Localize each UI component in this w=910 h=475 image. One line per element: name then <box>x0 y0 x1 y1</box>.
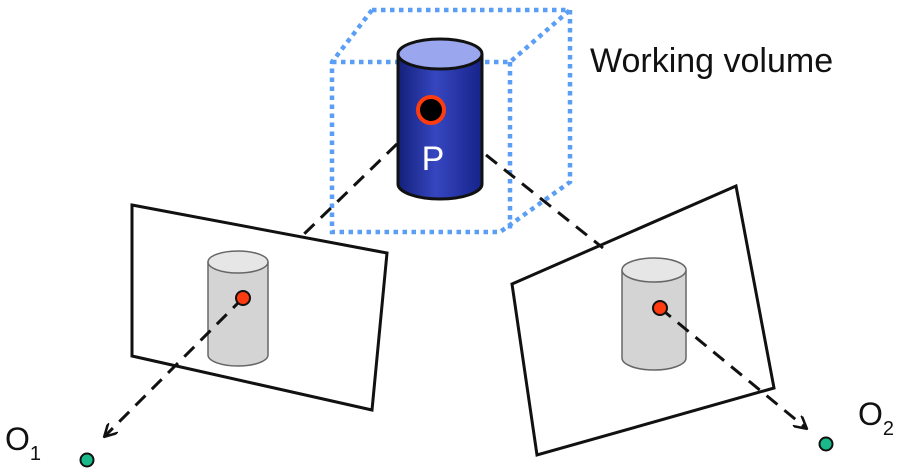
camera-2-letter: O <box>858 396 883 432</box>
working-volume-cube <box>329 7 573 235</box>
camera-1-label: O1 <box>5 421 41 465</box>
camera-2-label: O2 <box>858 396 894 440</box>
right-projected-cylinder <box>621 257 687 371</box>
camera-1-subscript: 1 <box>30 443 41 465</box>
ray-to-camera-1 <box>105 296 245 436</box>
left-projected-cylinder <box>207 250 269 367</box>
right-projected-point <box>652 300 668 316</box>
ray-to-camera-2 <box>659 306 806 428</box>
point-p-label: P <box>422 140 445 178</box>
point-p-marker <box>416 95 446 125</box>
left-projected-point <box>235 290 251 306</box>
camera-2-subscript: 2 <box>883 418 894 440</box>
camera-1-letter: O <box>5 421 30 457</box>
working-volume-label: Working volume <box>590 42 833 80</box>
camera-1-center <box>79 452 95 468</box>
camera-2-center <box>818 436 834 452</box>
object-cylinder <box>396 37 484 201</box>
